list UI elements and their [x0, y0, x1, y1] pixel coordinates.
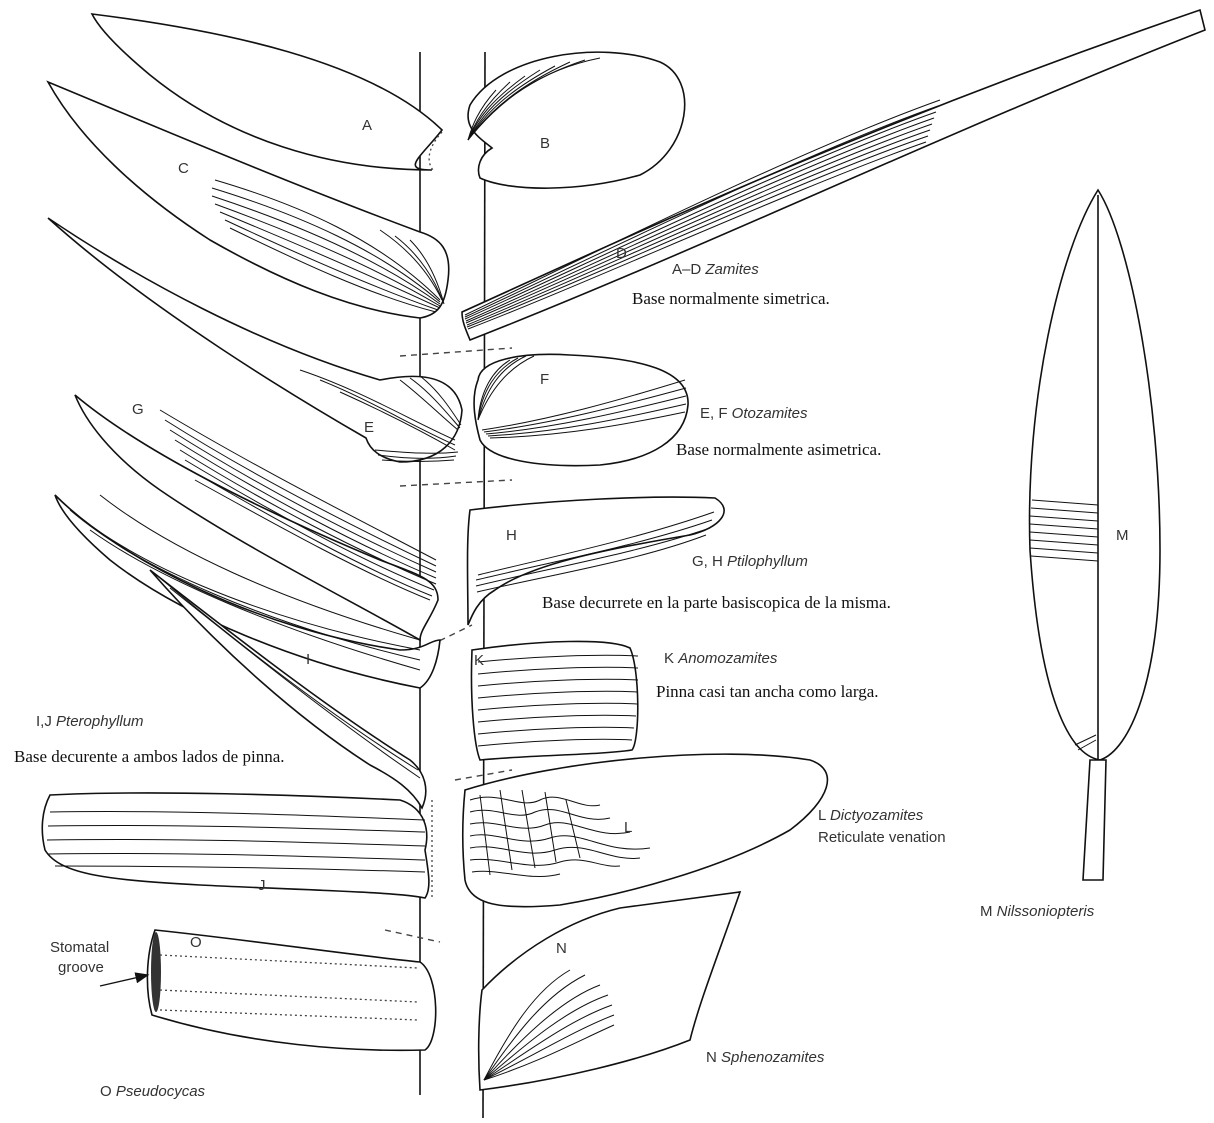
- caption-prefix: O: [100, 1083, 116, 1100]
- label-H: H: [506, 527, 517, 544]
- caption-anomozamites: K Anomozamites: [664, 650, 778, 667]
- caption-zamites: A–D Zamites: [672, 261, 759, 278]
- pinna-K: [471, 641, 638, 760]
- pinna-J: [42, 793, 432, 900]
- label-M: M: [1116, 527, 1129, 544]
- caption-prefix: G, H: [692, 553, 727, 570]
- caption-sphenozamites: N Sphenozamites: [706, 1049, 825, 1066]
- label-K: K: [474, 652, 484, 669]
- label-J: J: [258, 877, 266, 894]
- label-I: I: [306, 651, 310, 668]
- caption-dictyozamites-note: Reticulate venation: [818, 829, 946, 846]
- caption-genus: Ptilophyllum: [727, 553, 808, 570]
- caption-pseudocycas: O Pseudocycas: [100, 1083, 206, 1100]
- stomatal-groove-label-line1: Stomatal: [50, 939, 109, 956]
- caption-prefix: N: [706, 1049, 721, 1066]
- connector-dash: [400, 480, 512, 486]
- pinna-F: [474, 354, 688, 465]
- label-F: F: [540, 371, 549, 388]
- caption-dictyozamites: L Dictyozamites: [818, 807, 924, 824]
- caption-zamites-note: Base normalmente simetrica.: [632, 289, 830, 308]
- label-D: D: [616, 245, 627, 262]
- caption-ptilophyllum: G, H Ptilophyllum: [692, 553, 808, 570]
- caption-genus: Nilssoniopteris: [997, 903, 1095, 920]
- label-L: L: [624, 819, 632, 836]
- caption-pterophyllum-note: Base decurente a ambos lados de pinna.: [14, 747, 285, 766]
- caption-genus: Zamites: [704, 261, 759, 278]
- caption-ptilophyllum-note: Base decurrete en la parte basiscopica d…: [542, 593, 891, 612]
- label-N: N: [556, 940, 567, 957]
- caption-genus: Anomozamites: [677, 650, 778, 667]
- label-B: B: [540, 135, 550, 152]
- caption-otozamites-note: Base normalmente asimetrica.: [676, 440, 881, 459]
- stomatal-groove-arrow: [100, 975, 148, 986]
- caption-prefix: E, F: [700, 405, 732, 422]
- stomatal-groove-label-line2: groove: [58, 959, 104, 976]
- caption-prefix: K: [664, 650, 678, 667]
- caption-pterophyllum: I,J Pterophyllum: [36, 713, 144, 730]
- caption-prefix: A–D: [672, 261, 705, 278]
- label-E: E: [364, 419, 374, 436]
- pinna-M: [1030, 190, 1160, 880]
- label-G: G: [132, 401, 144, 418]
- connector-dash: [385, 930, 440, 942]
- connector-dash: [400, 348, 512, 356]
- caption-genus: Dictyozamites: [830, 807, 924, 824]
- label-A: A: [362, 117, 372, 134]
- label-O: O: [190, 934, 202, 951]
- caption-prefix: I,J: [36, 713, 56, 730]
- pinna-O: [100, 930, 436, 1050]
- caption-otozamites: E, F Otozamites: [700, 405, 808, 422]
- caption-genus: Sphenozamites: [721, 1049, 825, 1066]
- caption-prefix: M: [980, 903, 997, 920]
- caption-genus: Pterophyllum: [56, 713, 144, 730]
- caption-nilssoniopteris: M Nilssoniopteris: [980, 903, 1095, 920]
- pinna-L: [463, 754, 828, 907]
- label-C: C: [178, 160, 189, 177]
- caption-anomozamites-note: Pinna casi tan ancha como larga.: [656, 682, 879, 701]
- pinna-B: [468, 52, 685, 188]
- caption-prefix: L: [818, 807, 830, 824]
- pinna-N: [479, 892, 740, 1090]
- caption-genus: Pseudocycas: [116, 1083, 206, 1100]
- caption-genus: Otozamites: [732, 405, 808, 422]
